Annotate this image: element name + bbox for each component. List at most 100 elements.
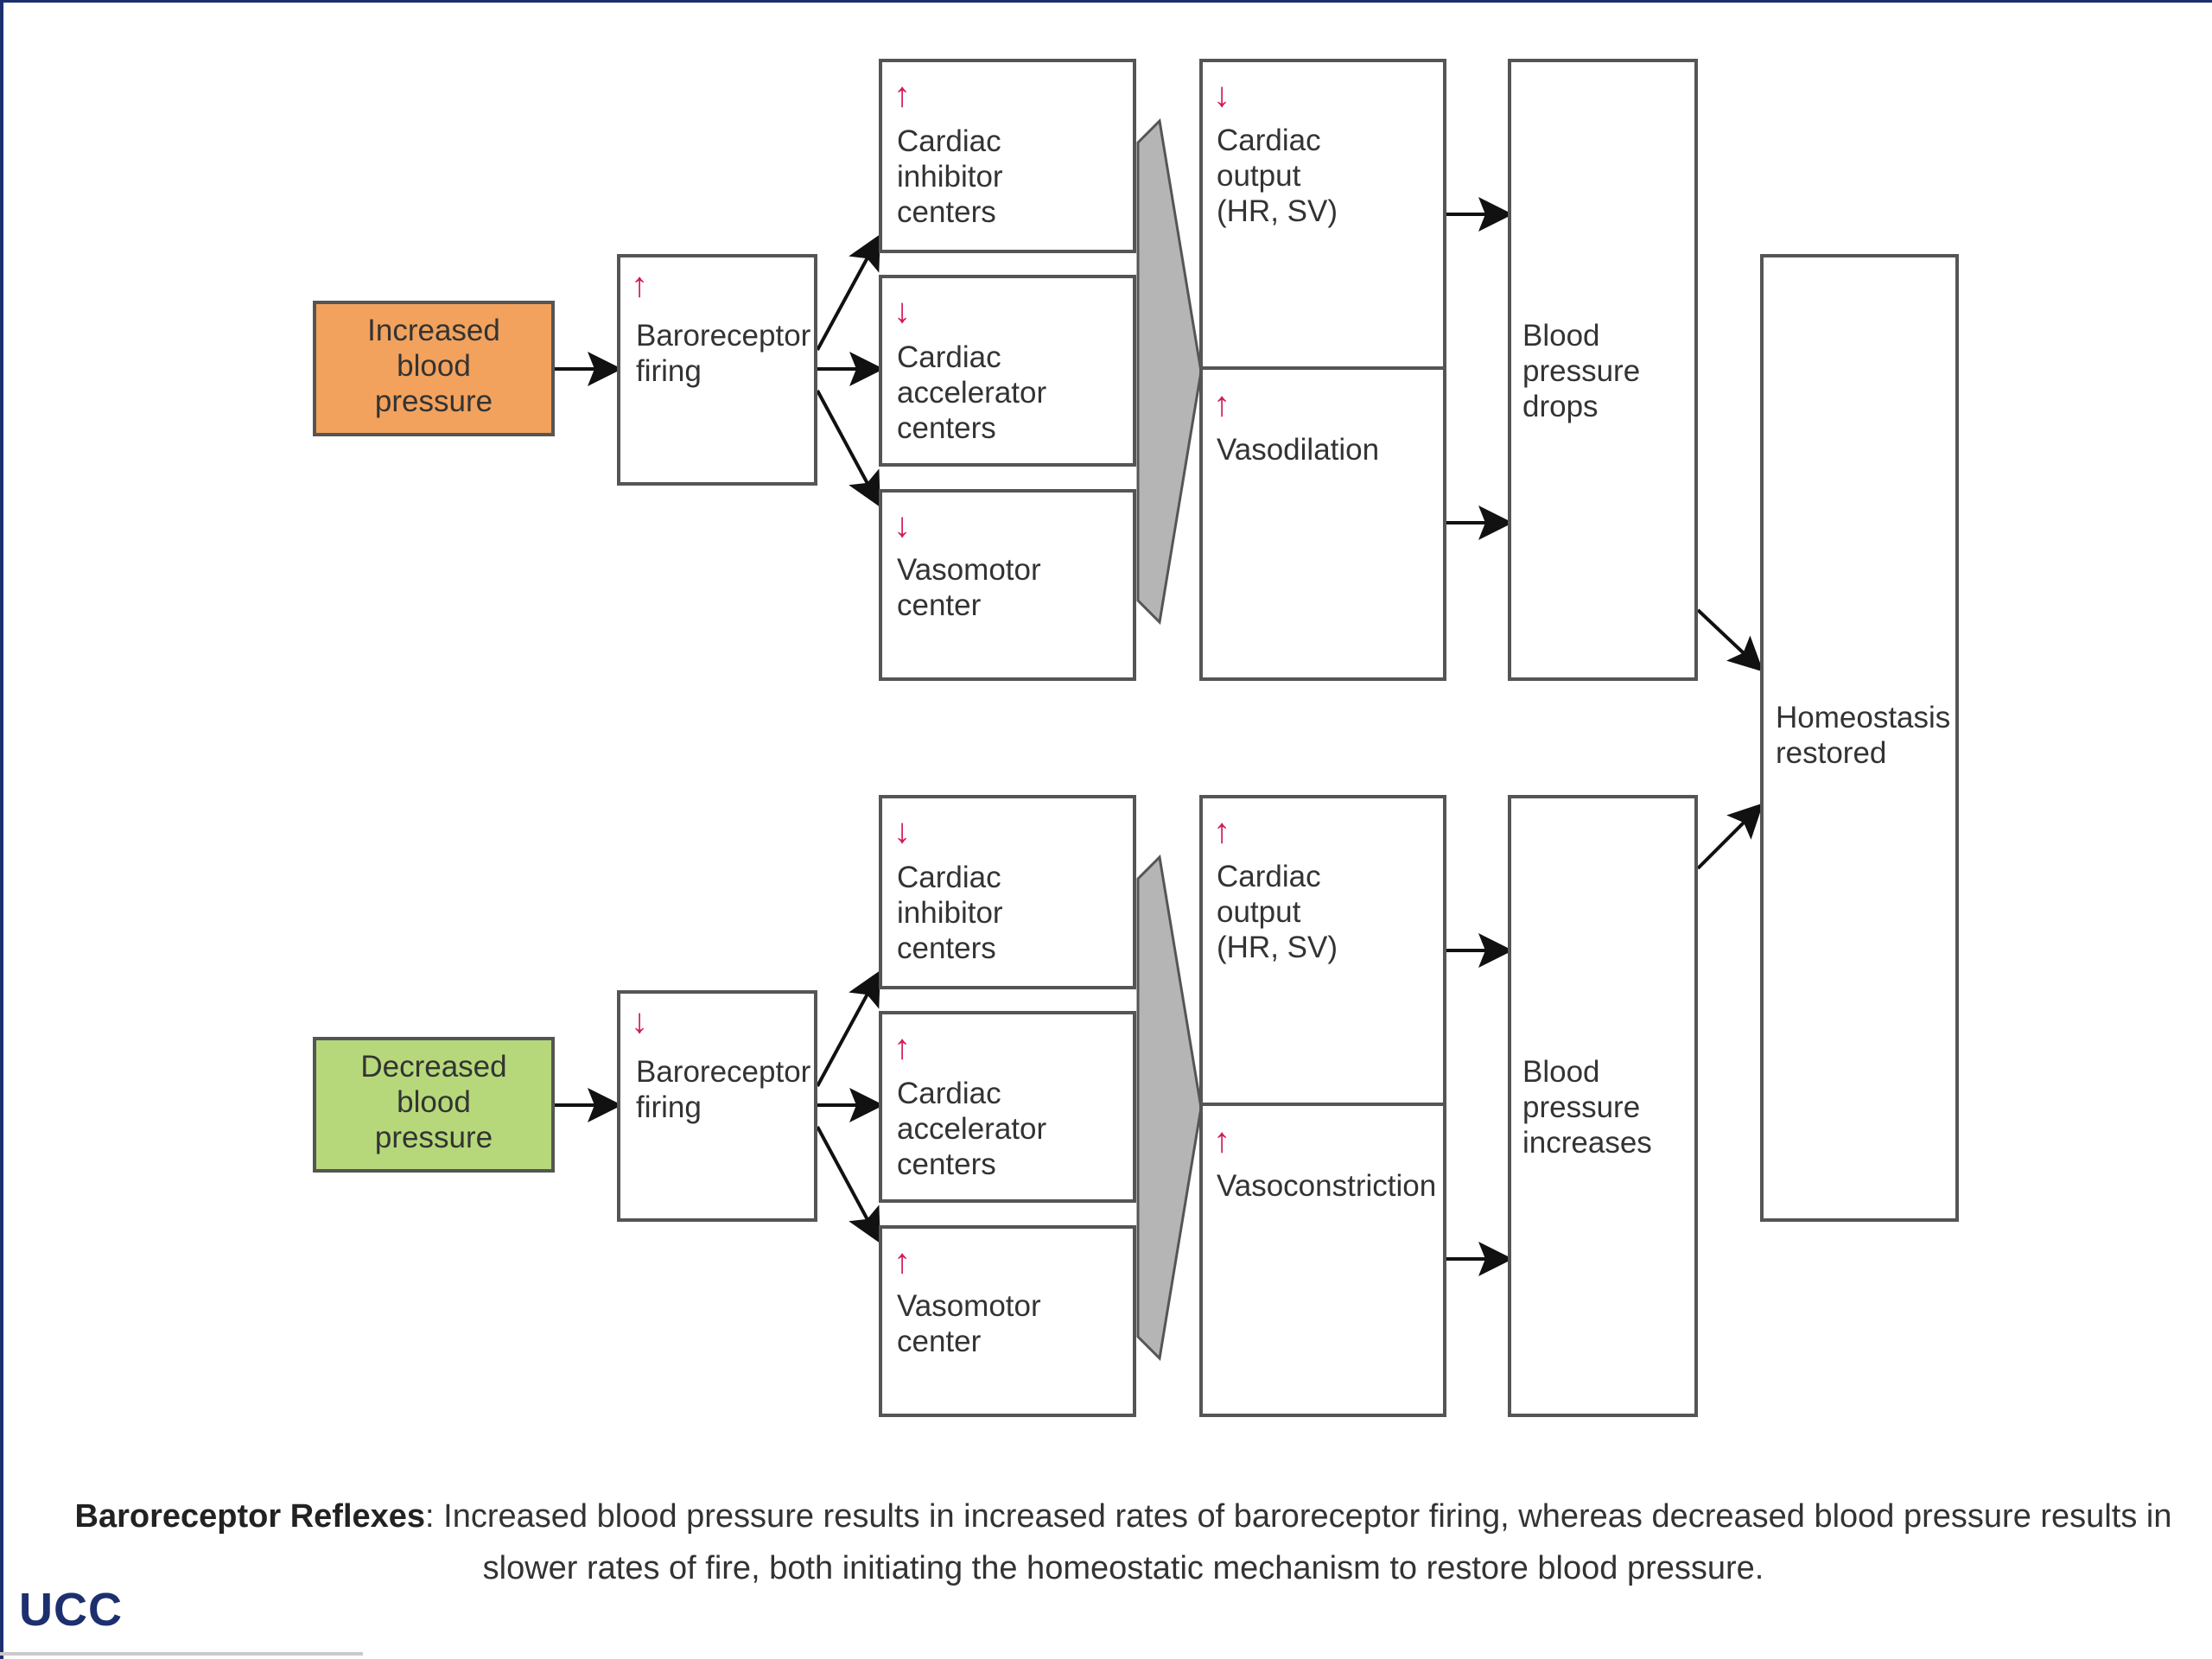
homeostasis-text-line: Homeostasis (1776, 701, 1951, 734)
top-effect-text-1-line: Vasodilation (1217, 433, 1380, 467)
top-effects-divider (1199, 366, 1446, 370)
top-result-text-line: drops (1522, 390, 1599, 423)
bottom-center-text-2-line: center (897, 1325, 982, 1358)
bottom-arrow-to-inhibitor (816, 969, 880, 1087)
ucc-logo: UCC (19, 1584, 123, 1636)
bottom-result-text-line: Blood (1522, 1055, 1600, 1089)
top-center-text-2-line: Vasomotor (897, 553, 1041, 587)
bottom-effect-text-0-line: output (1217, 895, 1301, 929)
bottom-center-text-0-line: inhibitor (897, 896, 1003, 930)
up-arrow-icon: ↑ (1213, 385, 1230, 423)
bottom-center-text-2-line: Vasomotor (897, 1289, 1041, 1323)
bottom-result-text-line: increases (1522, 1126, 1652, 1160)
top-center-text-1-line: Cardiac (897, 340, 1001, 374)
bottom-center-box-0 (879, 795, 1136, 989)
up-arrow-icon: ↑ (893, 76, 911, 114)
arrow-increases-to-homeostasis (1696, 803, 1764, 870)
slide-top-border (0, 0, 2212, 3)
top-stimulus-text-line: pressure (374, 385, 493, 418)
down-arrow-icon: ↓ (631, 1002, 648, 1040)
bottom-effect-text-0-line: (HR, SV) (1217, 931, 1338, 964)
bottom-stimulus-text-line: pressure (374, 1121, 493, 1154)
bottom-result-box (1508, 795, 1698, 1417)
bottom-effect-text-1-line: Vasoconstriction (1217, 1169, 1437, 1203)
homeostasis-text-line: restored (1776, 736, 1887, 770)
top-center-text-1-line: centers (897, 411, 996, 445)
top-effect-text-0-line: (HR, SV) (1217, 194, 1338, 228)
up-arrow-icon: ↑ (1213, 1122, 1230, 1160)
top-center-box-0 (879, 59, 1136, 253)
homeostasis-box (1760, 254, 1959, 1222)
top-effects-box (1199, 59, 1446, 681)
top-big-arrow (1136, 118, 1203, 626)
top-center-text-0-line: Cardiac (897, 124, 1001, 158)
top-stimulus-text-line: Increased (367, 314, 500, 347)
up-arrow-icon: ↑ (893, 1028, 911, 1066)
arrow-drops-to-homeostasis (1696, 608, 1764, 672)
bottom-stimulus-text-line: Decreased (360, 1050, 507, 1084)
bottom-center-box-2 (879, 1225, 1136, 1417)
top-stimulus-box (313, 301, 555, 436)
bottom-effect-text-0-line: Cardiac (1217, 860, 1321, 893)
bottom-center-text-1-line: accelerator (897, 1112, 1047, 1146)
caption-text: : Increased blood pressure results in in… (425, 1498, 2172, 1586)
logo-underline (0, 1652, 363, 1656)
top-effect-text-1: Vasodilation (1217, 432, 1379, 467)
top-center-text-0-line: inhibitor (897, 160, 1003, 194)
top-center-box-1 (879, 275, 1136, 467)
down-arrow-icon: ↓ (1213, 76, 1230, 114)
figure-caption: Baroreceptor Reflexes: Increased blood p… (60, 1491, 2186, 1594)
top-result-text-line: Blood (1522, 319, 1600, 353)
connector-layer (555, 118, 1764, 1362)
up-arrow-icon: ↑ (893, 1243, 911, 1281)
top-center-text-2-line: center (897, 588, 982, 622)
bottom-effect-text-1: Vasoconstriction (1217, 1168, 1436, 1204)
top-effect-text-0-line: Cardiac (1217, 124, 1321, 157)
caption-title: Baroreceptor Reflexes (74, 1498, 426, 1535)
bottom-arrow-to-vasomotor (816, 1126, 880, 1244)
bottom-effects-divider (1199, 1103, 1446, 1106)
top-baroreceptor-text-line: firing (636, 354, 702, 388)
bottom-baroreceptor-box (617, 990, 817, 1222)
bottom-stimulus-box (313, 1037, 555, 1173)
top-baroreceptor-box (617, 254, 817, 486)
top-result-box (1508, 59, 1698, 681)
top-baroreceptor-text-line: Baroreceptor (636, 319, 811, 353)
down-arrow-icon: ↓ (893, 812, 911, 850)
bottom-center-text-1-line: centers (897, 1147, 996, 1181)
top-arrow-to-inhibitor (816, 233, 880, 351)
bottom-stimulus-text-line: blood (397, 1085, 471, 1119)
slide-left-border (0, 0, 3, 1659)
bottom-center-text-0-line: centers (897, 931, 996, 965)
top-arrow-to-vasomotor (816, 390, 880, 508)
top-effect-text-0-line: output (1217, 159, 1301, 193)
bottom-center-box-1 (879, 1011, 1136, 1203)
up-arrow-icon: ↑ (631, 266, 648, 304)
up-arrow-icon: ↑ (1213, 812, 1230, 850)
top-stimulus-text-line: blood (397, 349, 471, 383)
top-center-text-0-line: centers (897, 195, 996, 229)
bottom-baroreceptor-text-line: Baroreceptor (636, 1055, 811, 1089)
bottom-result-text-line: pressure (1522, 1090, 1641, 1124)
down-arrow-icon: ↓ (893, 292, 911, 330)
bottom-center-text-1-line: Cardiac (897, 1077, 1001, 1110)
bottom-baroreceptor-text-line: firing (636, 1090, 702, 1124)
bottom-big-arrow (1136, 854, 1203, 1362)
top-center-text-1-line: accelerator (897, 376, 1047, 410)
top-center-box-2 (879, 489, 1136, 681)
bottom-center-text-0-line: Cardiac (897, 861, 1001, 894)
